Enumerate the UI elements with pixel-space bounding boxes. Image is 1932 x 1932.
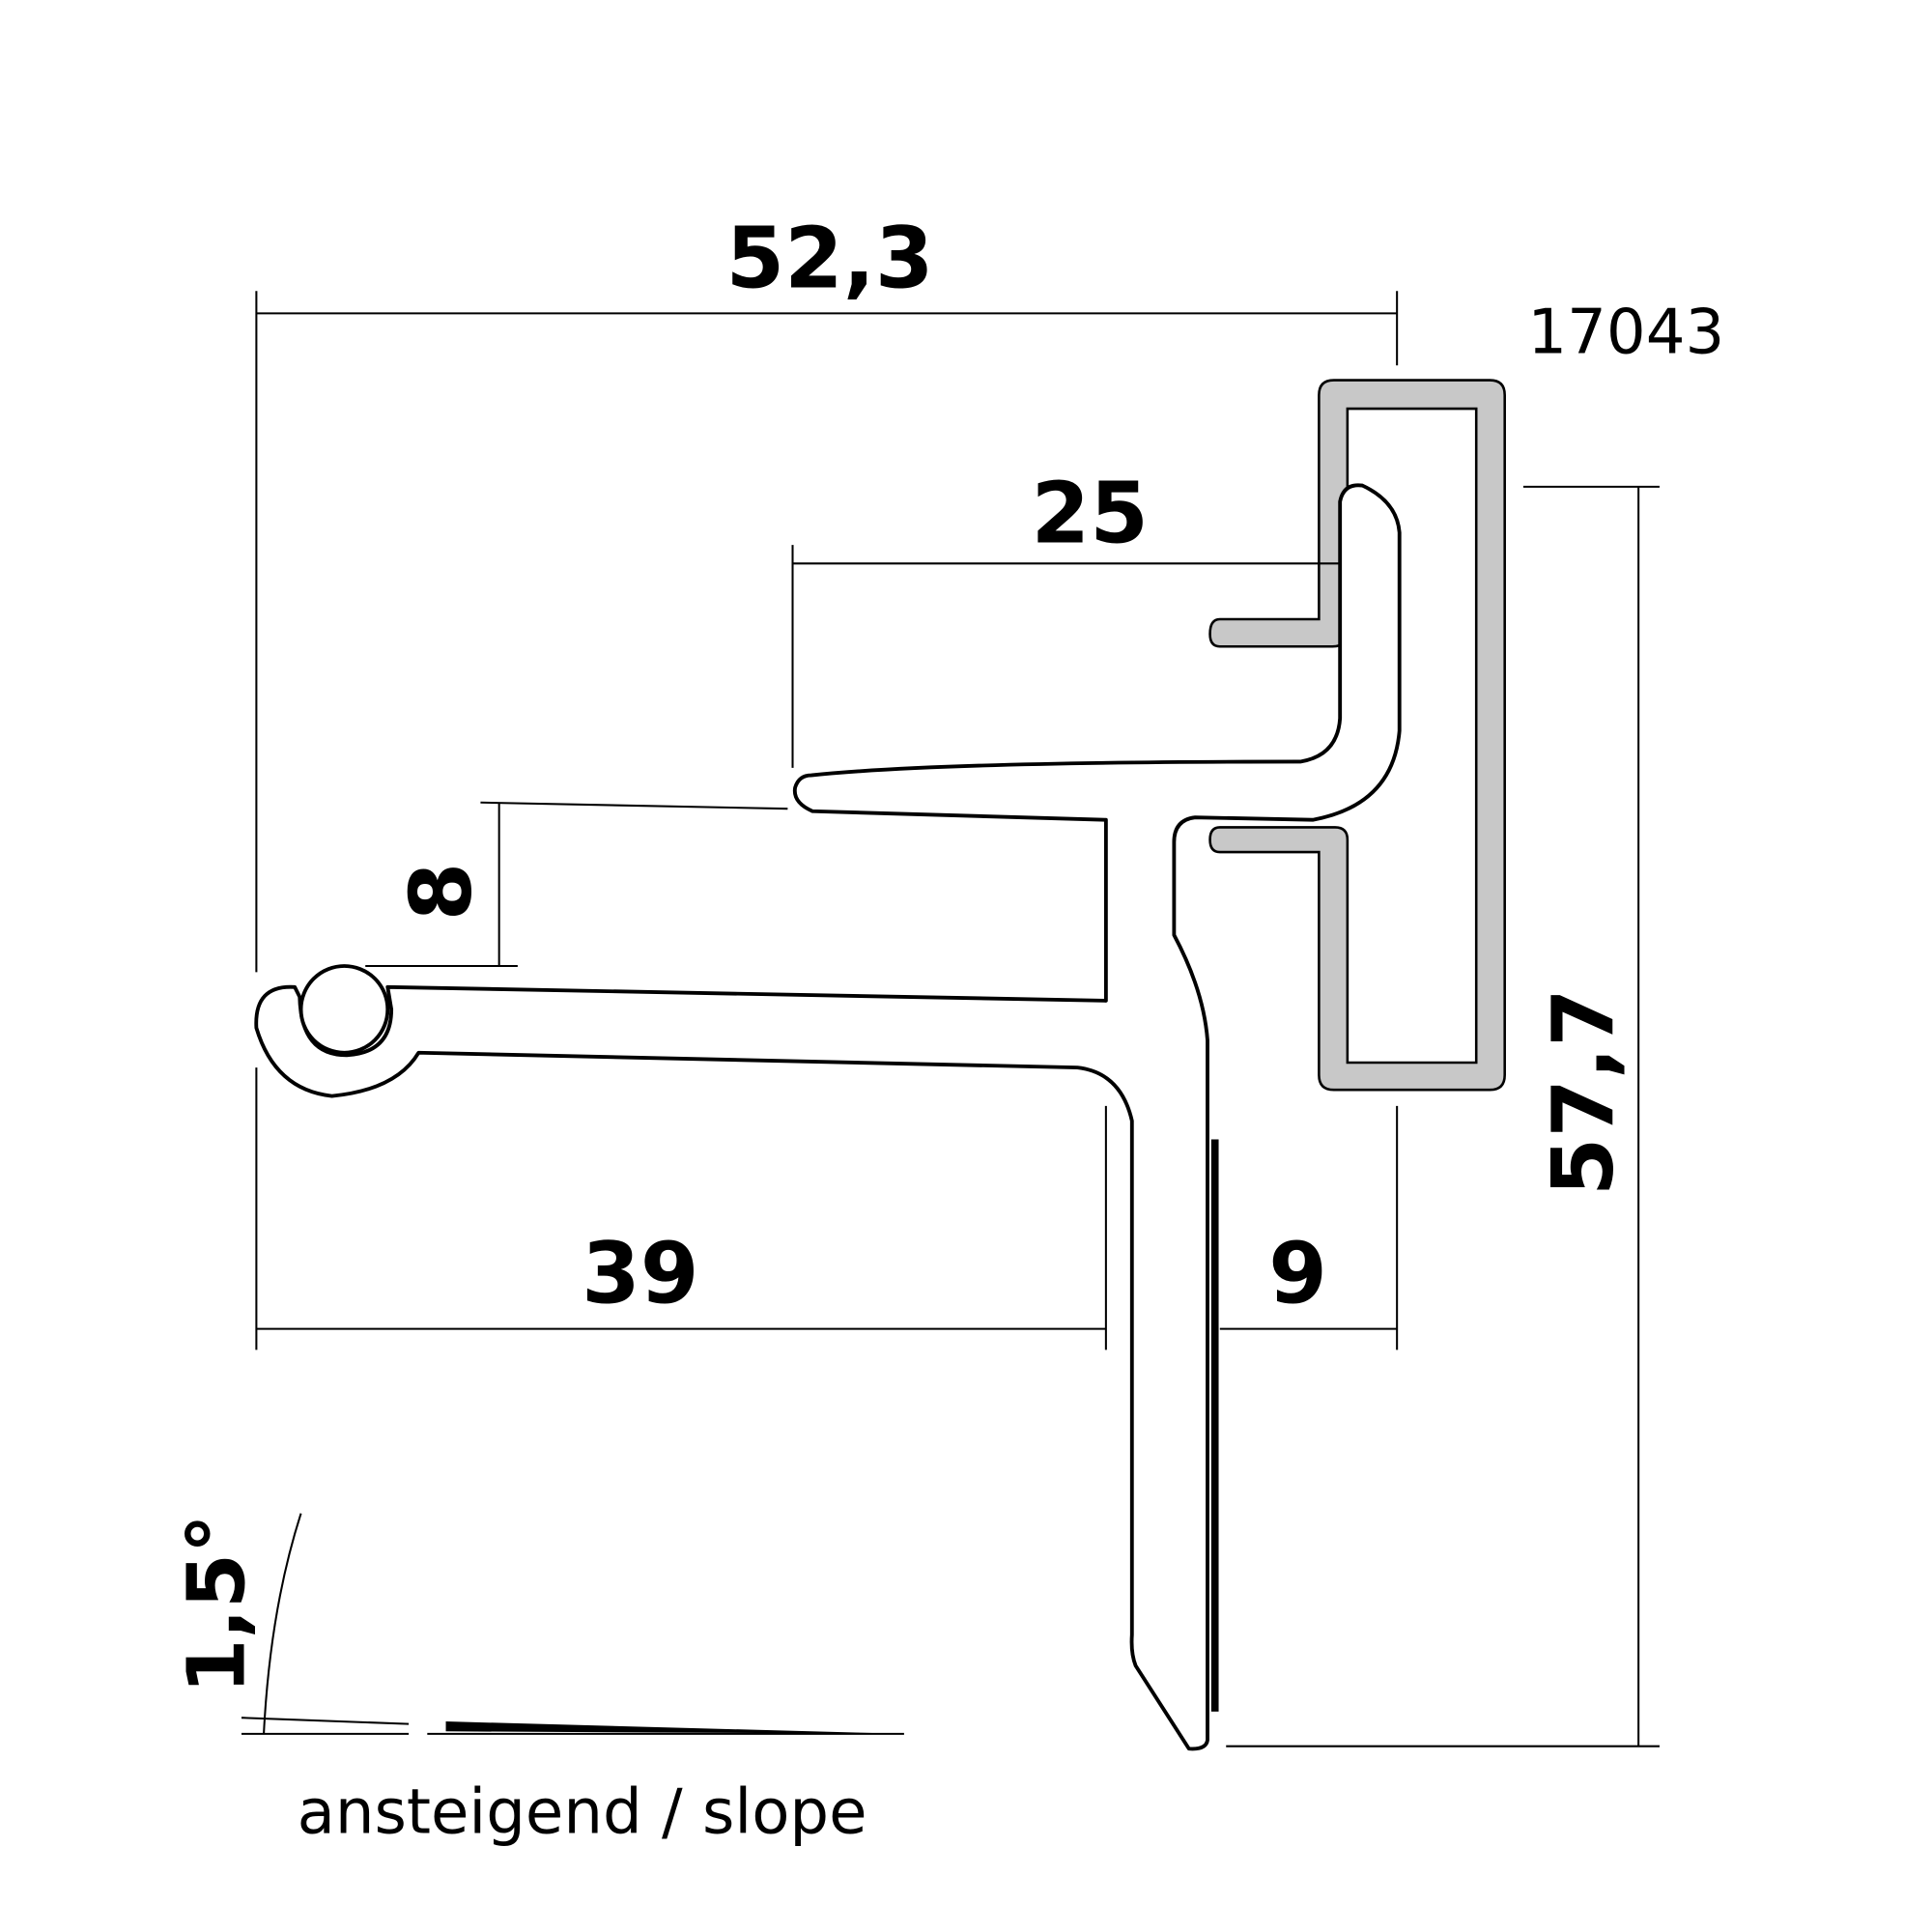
dimension-overall-width: 52,3 xyxy=(255,209,1399,1350)
dimension-right-width: 9 xyxy=(1219,1105,1399,1350)
slope-indicator: 1,5° ansteigend / slope xyxy=(172,1513,904,1848)
hinge-ball xyxy=(298,964,390,1055)
dimension-label-lip-height: 8 xyxy=(392,863,491,922)
dimension-inner-width: 25 xyxy=(791,465,1341,768)
dimension-label-right-width: 9 xyxy=(1268,1225,1327,1323)
dimension-label-inner-width: 25 xyxy=(1032,465,1149,563)
dimension-label-left-width: 39 xyxy=(582,1225,698,1323)
part-number: 17043 xyxy=(1527,297,1724,368)
slope-wedge xyxy=(445,1721,904,1734)
main-profile-outline xyxy=(254,483,1402,1751)
dimension-label-overall-height: 57,7 xyxy=(1534,988,1633,1196)
seal-strip xyxy=(1210,1139,1219,1712)
slope-caption: ansteigend / slope xyxy=(298,1776,867,1848)
dimension-label-overall-width: 52,3 xyxy=(725,209,933,307)
gray-c-channel-insert xyxy=(1208,379,1506,1092)
dimension-overall-height: 57,7 xyxy=(1226,485,1660,1747)
slope-angle-label: 1,5° xyxy=(172,1514,264,1693)
dimension-left-width: 39 xyxy=(256,1105,1107,1350)
dimension-lip-height: 8 xyxy=(365,801,788,968)
